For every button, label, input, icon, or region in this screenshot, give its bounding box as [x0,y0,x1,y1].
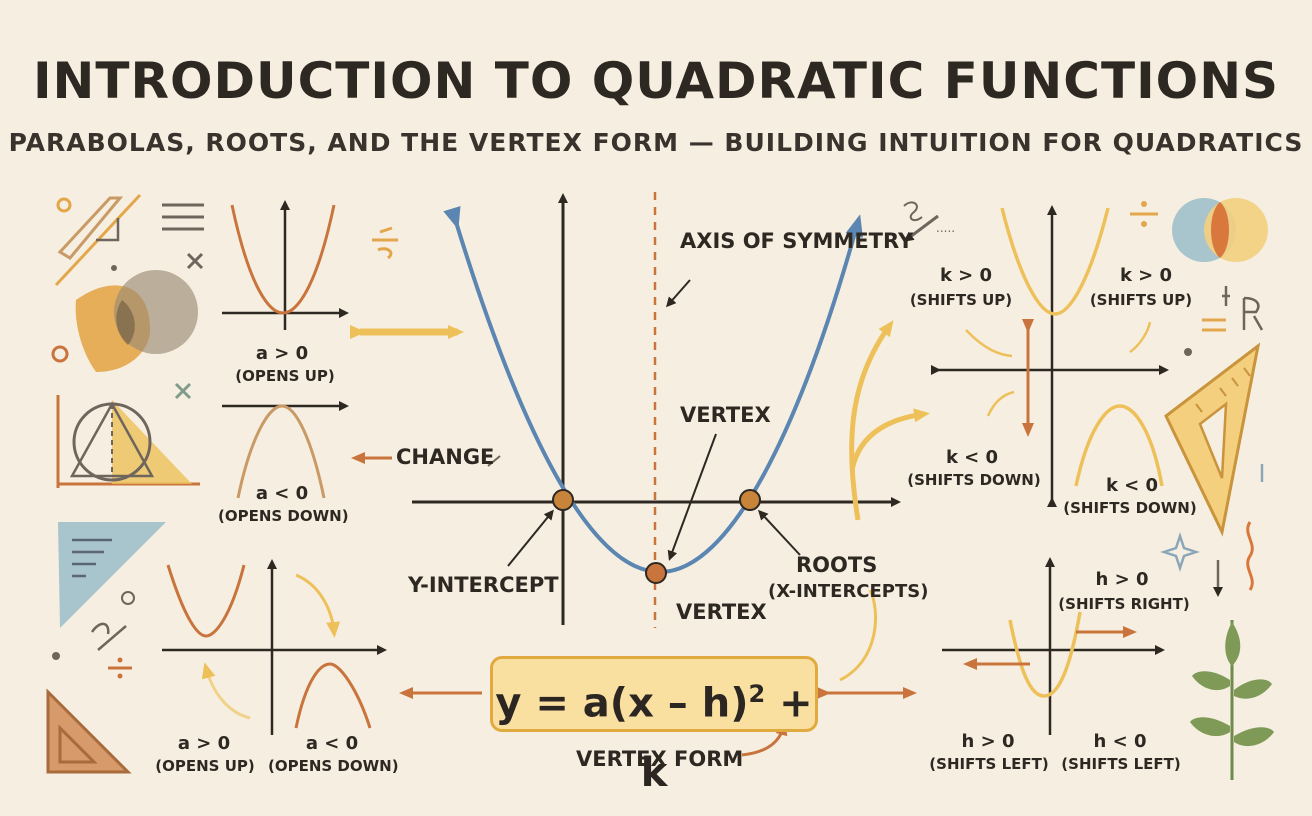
axis-pointer [666,279,691,308]
shifts-right-label: (SHIFTS RIGHT) [1058,595,1190,613]
a-positive-label-2: a > 0 [177,733,231,754]
equals-mark [1202,318,1226,332]
sparkle-icon [1160,532,1200,572]
circle-inscribed-triangle-icon [56,395,200,488]
a-negative-label-2: a < 0 [305,733,359,754]
decor-left [46,193,501,774]
vertex-form-caption: VERTEX FORM [576,747,744,771]
dots: ..... [936,221,955,235]
y-intercept-pointer [507,509,554,567]
decor-right [1130,198,1274,780]
k-negative-label-left: k < 0 [945,447,999,468]
a-positive-label: a > 0 [255,343,309,364]
vertex-label-bottom: VERTEX [676,600,767,624]
venn-diagram-icon [75,270,198,372]
page-subtitle: PARABOLAS, ROOTS, AND THE VERTEX FORM — … [8,128,1304,157]
shifted-down-parabola [1074,404,1164,487]
decor-curve [965,329,1013,358]
main-parabola [443,205,863,575]
hamburger-lines-icon [162,203,204,231]
plus-mark [1222,286,1230,306]
left-top-graphs [222,200,349,499]
opens-down-label: (OPENS DOWN) [218,507,349,525]
connector-curve [839,589,877,682]
upward-parabola-small [166,564,246,638]
vertex-label-top: VERTEX [680,403,771,427]
right-bottom-graphs [942,557,1165,735]
y-intercept-label: Y-INTERCEPT [408,573,559,597]
times-icon [186,252,204,270]
roots-pointer [757,509,801,556]
vertex-pointer [667,433,717,561]
axis-of-symmetry-label: AXIS OF SYMMETRY [680,229,914,253]
k-positive-label-left: k > 0 [939,265,993,286]
h-negative-label: h < 0 [1093,731,1147,752]
squiggle-icon [903,201,923,222]
decor-curve-3 [986,390,1015,417]
vertex-point [645,562,667,584]
downward-parabola-small [294,662,372,729]
formula-rhs: + k [640,680,813,797]
roots-sub-label: (X-INTERCEPTS) [768,581,929,602]
shifted-up-parabola [1000,207,1110,316]
curve-arrow-up [201,662,251,720]
root-point [739,489,761,511]
h-positive-label-left: h > 0 [961,731,1015,752]
small-arrow-icon [903,214,939,242]
shifts-up-label-left: (SHIFTS UP) [909,291,1013,309]
a-negative-label: a < 0 [255,483,309,504]
venn-diagram-icon-right [1172,198,1268,262]
tick-mark [487,455,501,467]
change-label: CHANGE [396,445,495,469]
divide-icon-right [1130,201,1158,227]
document-triangle-icon [58,522,166,628]
right-top-graphs: ..... [903,201,1169,507]
upward-parabola [230,204,336,315]
opens-up-label: (OPENS UP) [235,367,335,385]
shifts-down-label-left: (SHIFTS DOWN) [907,471,1041,489]
page-title: INTRODUCTION TO QUADRATIC FUNCTIONS [32,52,1280,110]
horizontal-shift-parabola [1008,611,1082,698]
downward-parabola [236,404,326,499]
h-positive-label-right: h > 0 [1095,569,1149,590]
k-positive-label-right: k > 0 [1119,265,1173,286]
small-ring [51,345,69,363]
vertex-form-formula: y = a(x – h)2 + k [490,656,818,796]
ruler-lines-icon [57,196,124,260]
corner-mark [96,218,120,242]
opens-up-label-2: (OPENS UP) [155,757,255,775]
flow-arrow-right [849,408,930,471]
roots-label: ROOTS [796,553,878,577]
leaf-plant-icon [1190,620,1274,780]
squiggle-mark [90,622,127,651]
triangle-ruler-icon [46,688,132,774]
left-bottom-graphs [162,559,387,735]
set-square-icon [1164,342,1261,537]
wave-icon [1246,521,1254,591]
formula-lhs: y = a(x – h) [495,680,749,727]
opens-down-label-2: (OPENS DOWN) [268,757,399,775]
glyph-mark [1242,296,1264,331]
main-graph [412,192,901,628]
shifts-left-label-2: (SHIFTS LEFT) [1061,755,1181,773]
shifts-up-label-right: (SHIFTS UP) [1089,291,1193,309]
divide-icon [108,657,132,679]
shifts-down-label-right: (SHIFTS DOWN) [1063,499,1197,517]
multiply-icon [174,382,192,400]
y-intercept-point [552,489,574,511]
flow-arrow-up [849,320,894,521]
k-negative-label-right: k < 0 [1105,475,1159,496]
decor-curve-2 [1129,321,1152,354]
shifts-left-label-1: (SHIFTS LEFT) [929,755,1049,773]
fraction-icon [372,226,398,260]
curve-arrow-down [295,573,341,638]
ring-icon [56,197,72,213]
formula-exponent: 2 [748,680,766,708]
